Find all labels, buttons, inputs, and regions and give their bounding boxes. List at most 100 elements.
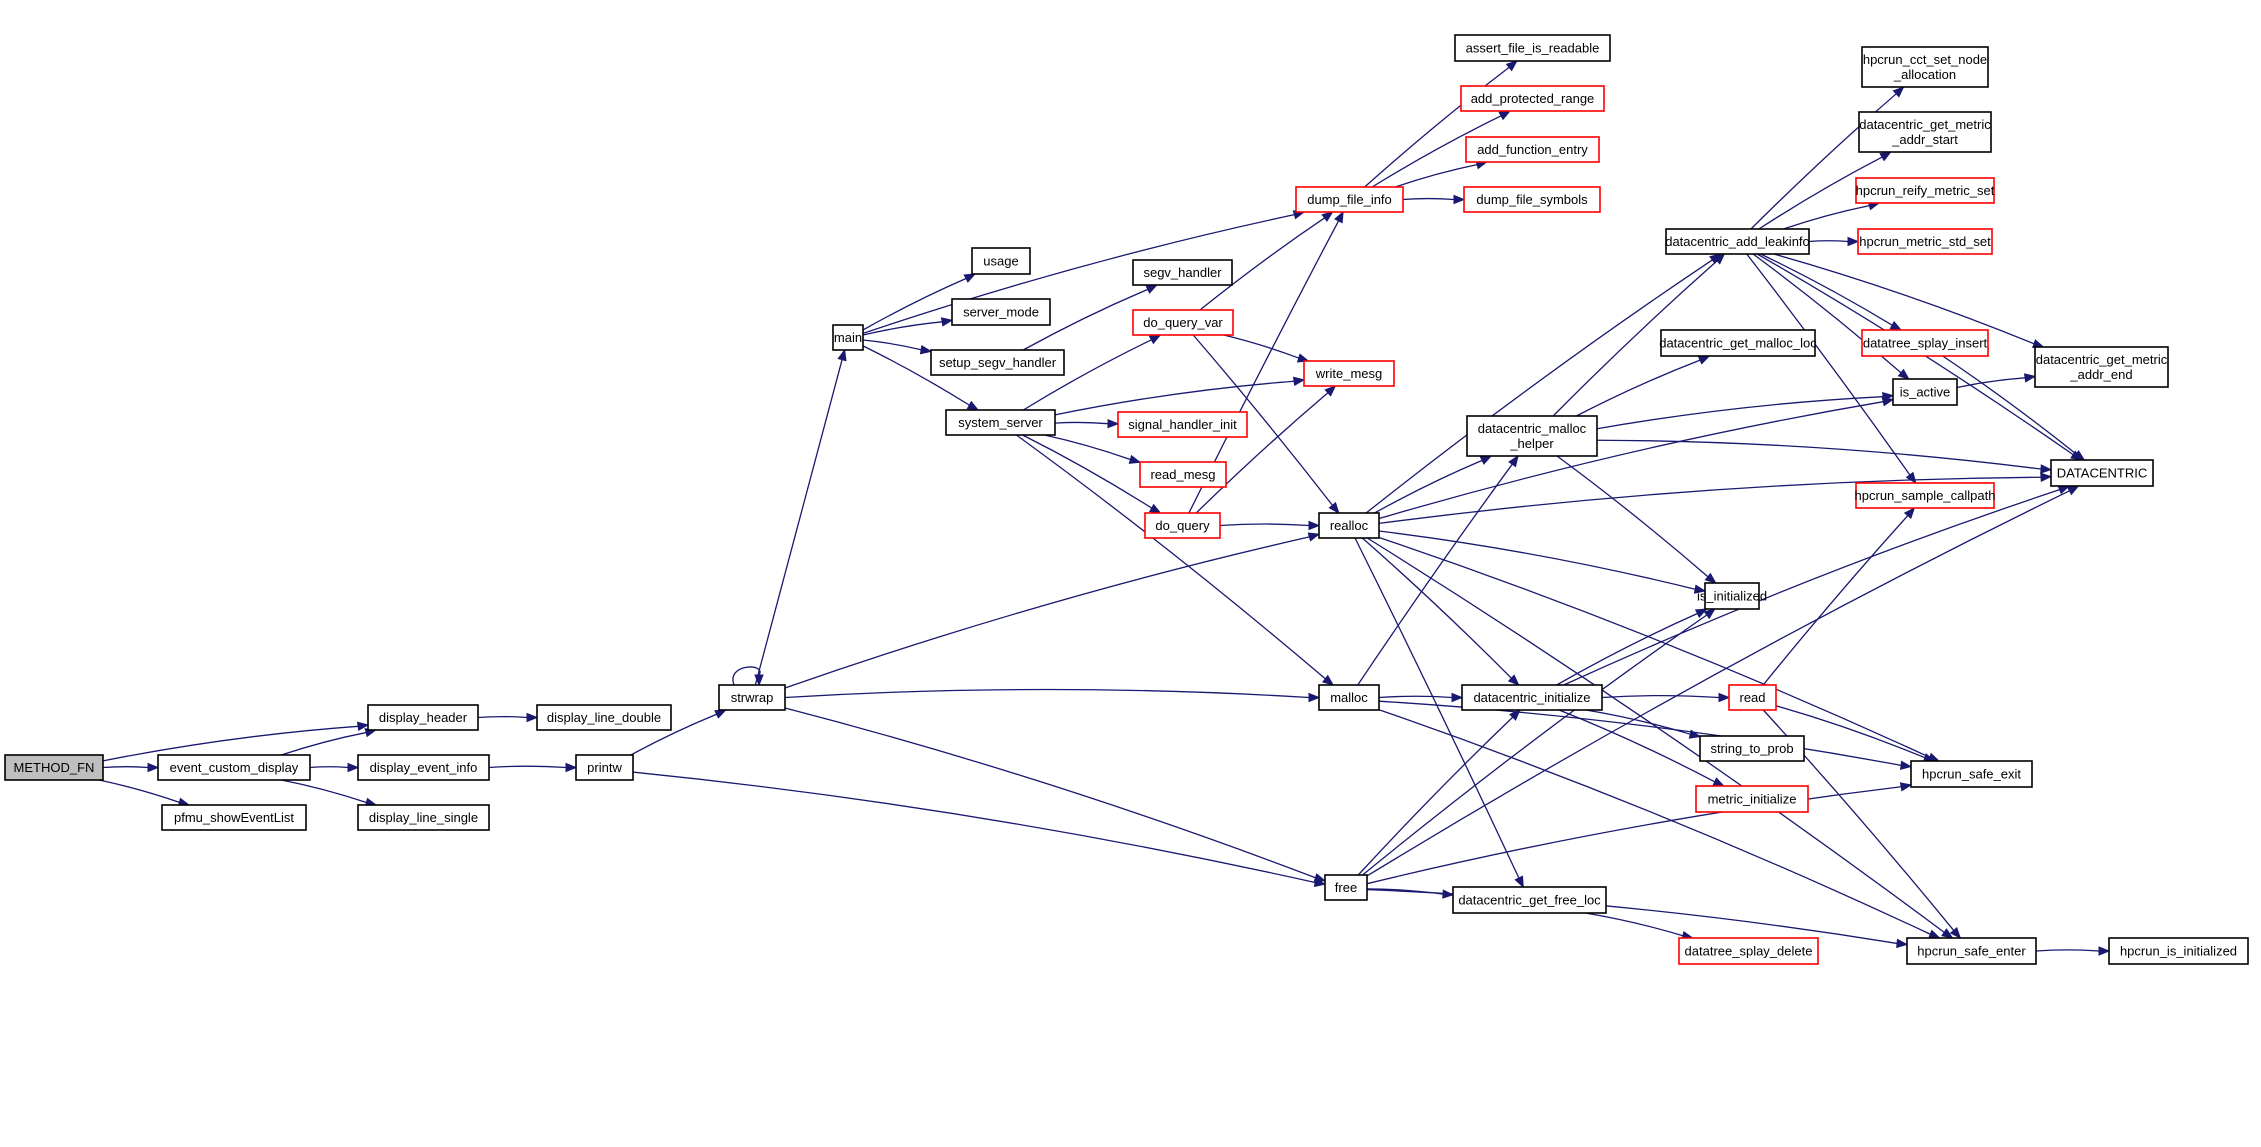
node-hpcrun-reify-metric-set[interactable]: hpcrun_reify_metric_set bbox=[1855, 177, 1995, 204]
node-box[interactable] bbox=[357, 804, 490, 831]
node-datacentric-get-metric-addr-start[interactable]: datacentric_get_metric_addr_start bbox=[1858, 111, 1992, 153]
node-is-active[interactable]: is_active bbox=[1892, 378, 1958, 406]
node-datacentric-malloc-helper[interactable]: datacentric_malloc_helper bbox=[1466, 415, 1598, 457]
node-datacentric-add-leakinfo[interactable]: datacentric_add_leakinfo bbox=[1665, 228, 1810, 255]
node-box[interactable] bbox=[536, 704, 672, 731]
node-hpcrun-metric-std-set[interactable]: hpcrun_metric_std_set bbox=[1857, 228, 1993, 255]
node-free[interactable]: free bbox=[1324, 874, 1368, 901]
node-box[interactable] bbox=[1906, 937, 2037, 965]
node-box[interactable] bbox=[4, 754, 104, 781]
node-box[interactable] bbox=[1117, 411, 1248, 438]
node-box[interactable] bbox=[1139, 461, 1227, 488]
node-add-protected-range[interactable]: add_protected_range bbox=[1460, 85, 1605, 112]
node-box[interactable] bbox=[1699, 735, 1805, 762]
node-box[interactable] bbox=[1861, 46, 1989, 88]
node-box[interactable] bbox=[1855, 482, 1995, 509]
node-datatree-splay-insert[interactable]: datatree_splay_insert bbox=[1861, 329, 1989, 357]
node-box[interactable] bbox=[1892, 378, 1958, 406]
node-main[interactable]: main bbox=[832, 324, 864, 351]
node-box[interactable] bbox=[1858, 111, 1992, 153]
node-datacentric-get-malloc-loc[interactable]: datacentric_get_malloc_loc bbox=[1659, 329, 1817, 357]
node-box[interactable] bbox=[1857, 228, 1993, 255]
node-display-line-single[interactable]: display_line_single bbox=[357, 804, 490, 831]
node-do-query[interactable]: do_query bbox=[1144, 512, 1221, 539]
node-dump-file-info[interactable]: dump_file_info bbox=[1295, 186, 1404, 213]
node-box[interactable] bbox=[1318, 512, 1380, 539]
node-box[interactable] bbox=[1728, 684, 1777, 711]
node-display-event-info[interactable]: display_event_info bbox=[357, 754, 490, 781]
node-box[interactable] bbox=[2050, 459, 2154, 487]
node-box[interactable] bbox=[930, 349, 1065, 376]
node-realloc[interactable]: realloc bbox=[1318, 512, 1380, 539]
node-box[interactable] bbox=[945, 409, 1056, 436]
node-hpcrun-sample-callpath[interactable]: hpcrun_sample_callpath bbox=[1855, 482, 1996, 509]
node-box[interactable] bbox=[357, 754, 490, 781]
node-hpcrun-safe-exit[interactable]: hpcrun_safe_exit bbox=[1910, 760, 2033, 788]
node-box[interactable] bbox=[1144, 512, 1221, 539]
node-do-query-var[interactable]: do_query_var bbox=[1132, 309, 1234, 336]
node-box[interactable] bbox=[157, 754, 311, 781]
node-segv-handler[interactable]: segv_handler bbox=[1132, 259, 1233, 286]
node-box[interactable] bbox=[1324, 874, 1368, 901]
node-box[interactable] bbox=[575, 754, 634, 781]
node-printw[interactable]: printw bbox=[575, 754, 634, 781]
node-box[interactable] bbox=[718, 684, 786, 711]
node-box[interactable] bbox=[1861, 329, 1989, 357]
node-pfmu-showeventlist[interactable]: pfmu_showEventList bbox=[161, 804, 307, 831]
node-hpcrun-safe-enter[interactable]: hpcrun_safe_enter bbox=[1906, 937, 2037, 965]
node-box[interactable] bbox=[1910, 760, 2033, 788]
node-box[interactable] bbox=[1132, 259, 1233, 286]
node-box[interactable] bbox=[367, 704, 479, 731]
node-box[interactable] bbox=[1695, 785, 1809, 813]
node-strwrap[interactable]: strwrap bbox=[718, 684, 786, 711]
node-read[interactable]: read bbox=[1728, 684, 1777, 711]
node-malloc[interactable]: malloc bbox=[1318, 684, 1380, 711]
node-box[interactable] bbox=[951, 298, 1051, 326]
node-box[interactable] bbox=[1660, 329, 1816, 357]
node-is-initialized[interactable]: is_initialized bbox=[1697, 582, 1767, 610]
node-box[interactable] bbox=[1466, 415, 1598, 457]
node-box[interactable] bbox=[1665, 228, 1810, 255]
node-box[interactable] bbox=[2108, 937, 2249, 965]
node-datacentric-get-free-loc[interactable]: datacentric_get_free_loc bbox=[1452, 886, 1607, 914]
node-box[interactable] bbox=[832, 324, 864, 351]
node-box[interactable] bbox=[1132, 309, 1234, 336]
node-method-fn[interactable]: METHOD_FN bbox=[4, 754, 104, 781]
node-box[interactable] bbox=[1460, 85, 1605, 112]
node-box[interactable] bbox=[1678, 937, 1819, 965]
node-box[interactable] bbox=[1303, 360, 1395, 387]
node-box[interactable] bbox=[1704, 582, 1760, 610]
node-box[interactable] bbox=[161, 804, 307, 831]
node-box[interactable] bbox=[1463, 186, 1601, 213]
node-box[interactable] bbox=[1318, 684, 1380, 711]
node-box[interactable] bbox=[1465, 136, 1600, 163]
node-hpcrun-is-initialized[interactable]: hpcrun_is_initialized bbox=[2108, 937, 2249, 965]
node-box[interactable] bbox=[1454, 34, 1611, 62]
node-add-function-entry[interactable]: add_function_entry bbox=[1465, 136, 1600, 163]
node-signal-handler-init[interactable]: signal_handler_init bbox=[1117, 411, 1248, 438]
node-write-mesg[interactable]: write_mesg bbox=[1303, 360, 1395, 387]
node-setup-segv-handler[interactable]: setup_segv_handler bbox=[930, 349, 1065, 376]
node-datacentric[interactable]: DATACENTRIC bbox=[2050, 459, 2154, 487]
node-dump-file-symbols[interactable]: dump_file_symbols bbox=[1463, 186, 1601, 213]
node-hpcrun-cct-set-node-allocation[interactable]: hpcrun_cct_set_node_allocation bbox=[1861, 46, 1989, 88]
node-box[interactable] bbox=[971, 247, 1031, 275]
node-box[interactable] bbox=[1295, 186, 1404, 213]
node-assert-file-is-readable[interactable]: assert_file_is_readable bbox=[1454, 34, 1611, 62]
node-datatree-splay-delete[interactable]: datatree_splay_delete bbox=[1678, 937, 1819, 965]
node-read-mesg[interactable]: read_mesg bbox=[1139, 461, 1227, 488]
node-usage[interactable]: usage bbox=[971, 247, 1031, 275]
node-event-custom-display[interactable]: event_custom_display bbox=[157, 754, 311, 781]
node-display-line-double[interactable]: display_line_double bbox=[536, 704, 672, 731]
node-metric-initialize[interactable]: metric_initialize bbox=[1695, 785, 1809, 813]
node-datacentric-initialize[interactable]: datacentric_initialize bbox=[1461, 684, 1603, 711]
node-string-to-prob[interactable]: string_to_prob bbox=[1699, 735, 1805, 762]
node-system-server[interactable]: system_server bbox=[945, 409, 1056, 436]
node-box[interactable] bbox=[1452, 886, 1607, 914]
node-display-header[interactable]: display_header bbox=[367, 704, 479, 731]
node-box[interactable] bbox=[1461, 684, 1603, 711]
node-box[interactable] bbox=[1855, 177, 1995, 204]
node-datacentric-get-metric-addr-end[interactable]: datacentric_get_metric_addr_end bbox=[2034, 346, 2169, 388]
node-server-mode[interactable]: server_mode bbox=[951, 298, 1051, 326]
node-box[interactable] bbox=[2034, 346, 2169, 388]
